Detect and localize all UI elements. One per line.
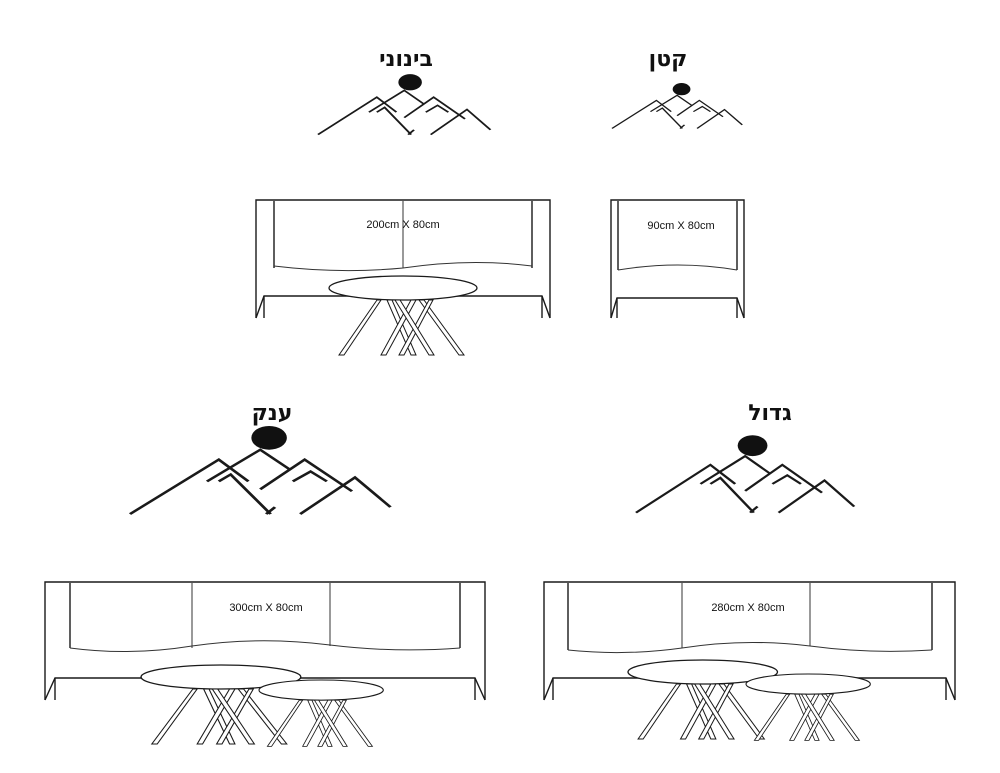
coffee-table-medium <box>328 275 478 356</box>
wall-art-small-icon <box>611 82 744 130</box>
wall-art-large-icon <box>634 433 856 515</box>
size-large-title: גדול <box>748 401 792 426</box>
size-medium-title: בינוני <box>379 47 433 72</box>
size-giant-dimensions: 300cm X 80cm <box>229 602 302 614</box>
size-giant: ענק 300cm X 80cm <box>44 401 486 747</box>
size-small-title: קטן <box>649 47 688 72</box>
coffee-table-large-small <box>745 673 871 741</box>
size-giant-title: ענק <box>252 401 293 426</box>
size-small-dimensions: 90cm X 80cm <box>647 220 714 232</box>
wall-art-medium-icon <box>316 73 492 136</box>
sofa-small <box>610 199 745 319</box>
coffee-table-large-large <box>627 659 779 740</box>
sofa-medium <box>255 199 551 319</box>
size-medium-dimensions: 200cm X 80cm <box>366 219 439 231</box>
size-large-dimensions: 280cm X 80cm <box>711 602 784 614</box>
wall-art-giant-icon <box>128 424 393 516</box>
sofa-giant <box>44 581 486 701</box>
size-small: קטן 90cm X 80cm <box>610 47 745 319</box>
size-medium: בינוני 200cm X 80cm <box>255 47 551 356</box>
coffee-table-giant-small <box>258 679 384 747</box>
size-large: גדול 280cm X 80cm <box>543 401 956 741</box>
